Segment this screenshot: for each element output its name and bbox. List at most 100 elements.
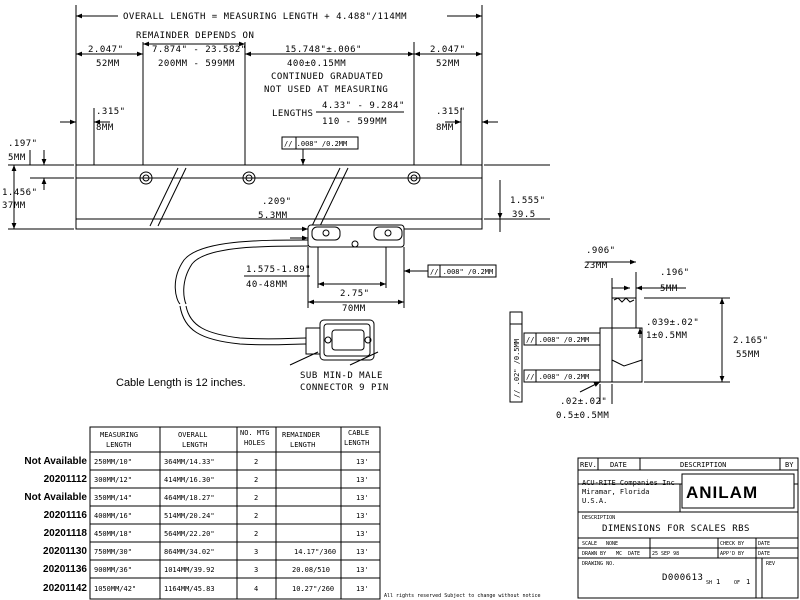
hole-right-mm: 8MM xyxy=(436,123,454,133)
cell-measuring-length: 1050MM/42" xyxy=(94,585,136,593)
flatness-top: // .008" /0.2MM xyxy=(284,140,347,148)
cell-cable: 13' xyxy=(356,548,369,556)
tb-sheet-num: 1 xyxy=(716,578,720,586)
tb-desc-label: DESCRIPTION xyxy=(582,515,615,521)
cell-overall-length: 1014MM/39.92 xyxy=(164,566,215,574)
lengths-mm: 110 - 599MM xyxy=(322,117,387,127)
cell-cable: 13' xyxy=(356,494,369,502)
cell-cable: 13' xyxy=(356,476,369,484)
cell-overall-length: 414MM/16.30" xyxy=(164,476,215,484)
connector-label-2: CONNECTOR 9 PIN xyxy=(300,383,389,393)
hole-left-mm: 8MM xyxy=(96,123,114,133)
lengths-in: 4.33" - 9.284" xyxy=(322,101,405,111)
remainder-range-mm: 200MM - 599MM xyxy=(158,59,235,69)
connector-label-1: SUB MIN-D MALE xyxy=(300,371,383,381)
tb-appd-label: APP'D BY xyxy=(720,551,744,557)
head-range-mm: 40-48MM xyxy=(246,280,288,290)
reader-offset-in: .209" xyxy=(262,197,292,207)
part-number: 20201136 xyxy=(43,564,87,575)
head-range-in: 1.575-1.89" xyxy=(246,265,311,275)
height-mm: 37MM xyxy=(2,201,26,211)
tb-date2-label: DATE xyxy=(758,541,770,547)
part-number: 20201142 xyxy=(43,583,87,594)
cell-holes: 2 xyxy=(254,512,258,520)
cell-holes: 2 xyxy=(254,530,258,538)
table-row: 20201116 400MM/16" 514MM/20.24" 2 13' xyxy=(44,510,369,521)
cell-holes: 3 xyxy=(254,548,258,556)
col-header-cable-1: CABLE xyxy=(348,429,369,437)
tb-scale-label: SCALE xyxy=(582,541,597,547)
tb-city: Miramar, Florida xyxy=(582,488,649,496)
part-number: Not Available xyxy=(24,492,87,503)
cell-overall-length: 564MM/22.20" xyxy=(164,530,215,538)
head-length-in: 2.75" xyxy=(340,289,370,299)
table-row: 20201118 450MM/18" 564MM/22.20" 2 13' xyxy=(44,528,369,539)
table-row: Not Available 350MM/14" 464MM/18.27" 2 1… xyxy=(24,492,368,503)
side-width-in: .906" xyxy=(586,246,616,256)
tb-rev-label: REV. xyxy=(580,461,597,469)
side-height-mm: 55MM xyxy=(736,350,760,360)
cell-overall-length: 514MM/20.24" xyxy=(164,512,215,520)
tb-drawn-date-label: DATE xyxy=(628,551,640,557)
side-slot-in: .039±.02" xyxy=(646,318,699,328)
hole-right-in: .315" xyxy=(436,107,466,117)
side-gap-in: .02±.02" xyxy=(560,397,607,407)
reader-offset-mm: 5.3MM xyxy=(258,211,288,221)
part-number: 20201112 xyxy=(44,474,88,485)
hole-left-in: .315" xyxy=(96,107,126,117)
tb-date-label: DATE xyxy=(610,461,627,469)
tb-sheet-label: SH xyxy=(706,580,712,586)
cell-measuring-length: 350MM/14" xyxy=(94,494,132,502)
cell-measuring-length: 450MM/18" xyxy=(94,530,132,538)
part-number: 20201116 xyxy=(44,510,88,521)
cell-measuring-length: 750MM/30" xyxy=(94,548,132,556)
cell-overall-length: 864MM/34.02" xyxy=(164,548,215,556)
cell-overall-length: 464MM/18.27" xyxy=(164,494,215,502)
cell-holes: 2 xyxy=(254,458,258,466)
cell-holes: 2 xyxy=(254,494,258,502)
side-slot-mm: 1±0.5MM xyxy=(646,331,688,341)
cell-cable: 13' xyxy=(356,530,369,538)
cell-cable: 13' xyxy=(356,512,369,520)
cell-holes: 4 xyxy=(254,585,258,593)
part-number: 20201130 xyxy=(43,546,87,557)
col-header-measuring-2: LENGTH xyxy=(106,441,131,449)
remainder-note: REMAINDER DEPENDS ON xyxy=(136,31,254,41)
lengths-label: LENGTHS xyxy=(272,109,313,119)
cell-cable: 13' xyxy=(356,566,369,574)
col-header-overall-1: OVERALL xyxy=(178,431,208,439)
tb-check-label: CHECK BY xyxy=(720,541,744,547)
col-header-remainder-1: REMAINDER xyxy=(282,431,321,439)
col-header-measuring-1: MEASURING xyxy=(100,431,138,439)
table-row: 20201136 900MM/36" 1014MM/39.92 3 20.08/… xyxy=(43,564,369,575)
anilam-logo-box xyxy=(681,473,795,509)
side-width-mm: 23MM xyxy=(584,261,608,271)
col-header-overall-2: LENGTH xyxy=(182,441,207,449)
cell-holes: 2 xyxy=(254,476,258,484)
remainder-range-in: 7.874" - 23.582" xyxy=(152,45,247,55)
tb-description: DIMENSIONS FOR SCALES RBS xyxy=(602,524,750,534)
graduated-note-1: CONTINUED GRADUATED xyxy=(271,72,383,82)
cell-measuring-length: 250MM/10" xyxy=(94,458,132,466)
end-right-in: 2.047" xyxy=(430,45,466,55)
tb-drawn-label: DRAWN BY xyxy=(582,551,606,557)
graduated-note-2: NOT USED AT MEASURING xyxy=(264,85,388,95)
side-height-in: 2.165" xyxy=(733,336,769,346)
right-height-mm: 39.5 xyxy=(512,210,536,220)
tb-scale: NONE xyxy=(606,541,618,547)
cell-overall-length: 364MM/14.33" xyxy=(164,458,215,466)
table-row: 20201112 300MM/12" 414MM/16.30" 2 13' xyxy=(44,474,369,485)
col-header-cable-2: LENGTH xyxy=(344,439,369,447)
table-row: 20201142 1050MM/42" 1164MM/45.83 4 10.27… xyxy=(43,583,369,594)
right-height-in: 1.555" xyxy=(510,196,546,206)
side-flatness-vertical: // .02" /0.5MM xyxy=(513,339,521,398)
tb-by-label: BY xyxy=(785,461,794,469)
tb-sheet-total: 1 xyxy=(746,578,750,586)
anilam-logo: ANILAM xyxy=(686,483,758,502)
tb-drawn: MC xyxy=(616,551,622,557)
cell-remainder: 14.17"/360 xyxy=(294,548,336,556)
cable-length-note: Cable Length is 12 inches. xyxy=(116,377,246,389)
height-in: 1.456" xyxy=(2,188,38,198)
top-offset-mm: 5MM xyxy=(8,153,26,163)
